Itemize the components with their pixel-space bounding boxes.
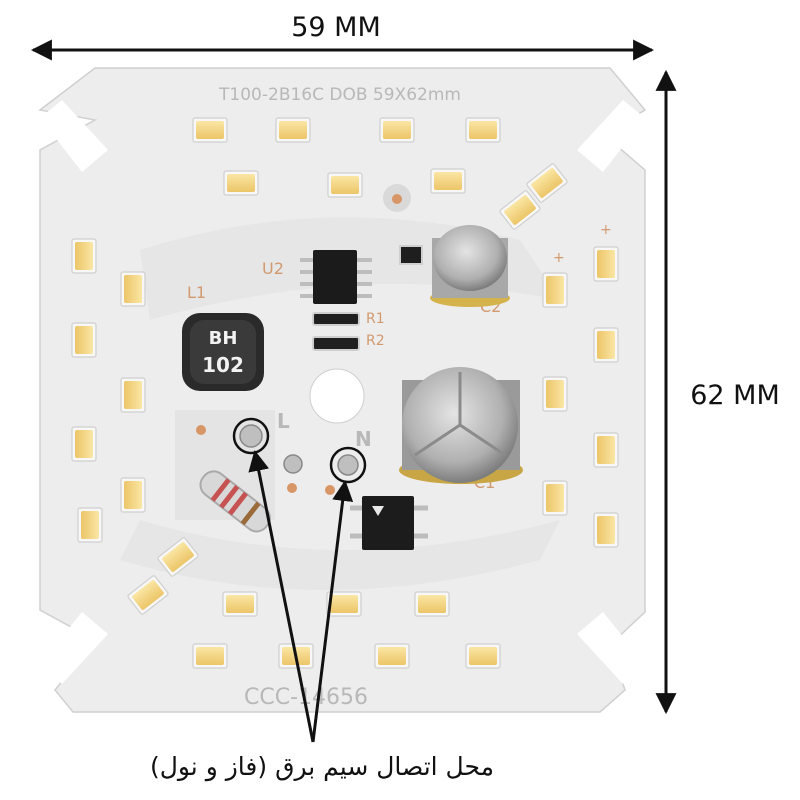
polarity-plus: +: [553, 250, 565, 266]
led-chip: [327, 172, 363, 198]
led-chip: [120, 477, 146, 513]
led-chip: [77, 507, 103, 543]
neutral-designator: N: [355, 427, 372, 451]
led-chip: [593, 512, 619, 548]
corner-notch: [40, 100, 108, 172]
led-chip: [120, 377, 146, 413]
callout-arrows: [248, 449, 354, 743]
l1-designator: L1: [187, 283, 206, 302]
l1-inductor: BH 102: [182, 313, 264, 391]
r1-resistor: [312, 312, 360, 326]
led-chip: [192, 117, 228, 143]
led-chip: [192, 643, 228, 669]
led-chip: [326, 591, 362, 617]
led-chip: [593, 246, 619, 282]
led-chip: [414, 591, 450, 617]
led-chip: [542, 376, 568, 412]
led-chip: [222, 591, 258, 617]
led-chip: [275, 117, 311, 143]
smd-diode: [399, 245, 423, 265]
led-chip: [127, 575, 169, 615]
polarity-plus: +: [600, 222, 612, 238]
fuse-resistor: [199, 470, 271, 533]
led-chip: [374, 643, 410, 669]
led-chip: [542, 272, 568, 308]
led-chip: [499, 190, 541, 230]
live-solder-point: [239, 424, 263, 448]
height-label: 62 MM: [690, 380, 780, 411]
inductor-marking-bottom: 102: [202, 353, 244, 377]
r2-resistor: [312, 336, 360, 351]
solder-point: [283, 454, 303, 474]
neutral-solder-point: [337, 454, 359, 476]
corner-notch: [40, 612, 108, 684]
led-chip: [430, 168, 466, 194]
led-chip: [593, 432, 619, 468]
test-pad: [196, 425, 206, 435]
led-chip: [71, 426, 97, 462]
r1-designator: R1: [366, 311, 385, 327]
corner-notch: [577, 100, 645, 172]
caption: محل اتصال سیم برق (فاز و نول): [150, 752, 494, 782]
u2-ic: [300, 250, 372, 304]
live-designator: L: [277, 409, 290, 433]
led-chip: [379, 117, 415, 143]
test-pad: [287, 483, 297, 493]
led-chip: [120, 271, 146, 307]
c1-capacitor: [399, 367, 523, 484]
led-chip: [157, 537, 199, 577]
led-chip: [526, 163, 568, 203]
led-chip: [593, 327, 619, 363]
led-array: [71, 117, 619, 669]
bridge-rectifier: [350, 496, 428, 550]
inductor-marking-top: BH: [209, 328, 238, 349]
test-pad: [392, 194, 402, 204]
width-dimension: 59 MM: [30, 12, 655, 61]
width-label: 59 MM: [291, 12, 381, 43]
mounting-hole: [309, 368, 365, 424]
corner-notch: [577, 612, 645, 684]
led-chip: [71, 322, 97, 358]
u2-designator: U2: [262, 259, 284, 278]
r2-designator: R2: [366, 333, 385, 349]
led-chip: [465, 643, 501, 669]
c2-capacitor: [430, 225, 510, 307]
led-chip: [465, 117, 501, 143]
test-pad: [325, 485, 335, 495]
height-dimension: 62 MM: [655, 69, 780, 715]
led-chip: [71, 238, 97, 274]
led-chip: [223, 170, 259, 196]
board-model-text: T100-2B16C DOB 59X62mm: [218, 85, 461, 105]
led-chip: [542, 480, 568, 516]
